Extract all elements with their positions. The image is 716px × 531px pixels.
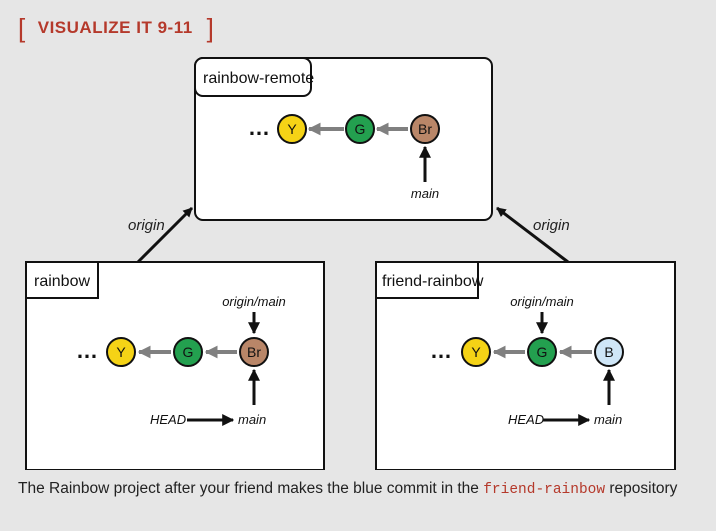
repo-name-tab — [375, 261, 479, 299]
history-ellipsis: … — [248, 115, 270, 140]
figure-caption: The Rainbow project after your friend ma… — [18, 476, 698, 503]
commit-yellow — [461, 337, 491, 367]
commit-yellow — [277, 114, 307, 144]
commit-green — [173, 337, 203, 367]
heading-title: VISUALIZE IT 9-11 — [37, 18, 193, 37]
caption-text: The Rainbow project after your friend ma… — [18, 480, 484, 497]
commit-label: B — [604, 344, 613, 360]
branch-label-main: main — [594, 412, 622, 427]
repo-name: rainbow — [34, 273, 90, 290]
commit-brown — [239, 337, 269, 367]
commit-green — [527, 337, 557, 367]
repo-box — [25, 261, 325, 470]
branch-label-main: main — [238, 412, 266, 427]
heading-open-bracket: [ — [18, 13, 26, 43]
repo-box — [194, 57, 493, 221]
figure-heading: [ VISUALIZE IT 9-11 ] — [18, 13, 215, 43]
repo-name-tab — [194, 57, 312, 97]
commit-yellow — [106, 337, 136, 367]
commit-label: G — [537, 344, 548, 360]
repo-rainbow: rainbow origin/main … Y G Br HEAD main — [25, 261, 325, 470]
commit-brown — [410, 114, 440, 144]
branch-label-main: main — [411, 186, 439, 201]
repo-name: rainbow-remote — [203, 70, 314, 87]
commit-label: Br — [418, 121, 432, 137]
commit-label: Y — [471, 344, 481, 360]
ref-label-head: HEAD — [508, 412, 544, 427]
origin-label-left: origin — [128, 217, 165, 234]
commit-label: Br — [247, 344, 261, 360]
ref-label-head: HEAD — [150, 412, 186, 427]
caption-text-end: repository — [605, 480, 678, 497]
origin-link-left — [136, 206, 194, 264]
repo-name-tab — [25, 261, 99, 299]
ref-label-origin-main: origin/main — [510, 294, 574, 309]
repo-friend-rainbow: friend-rainbow origin/main … Y G B HEAD … — [375, 261, 676, 470]
heading-close-bracket: ] — [206, 13, 215, 43]
repo-name: friend-rainbow — [382, 273, 484, 290]
repo-rainbow-remote: rainbow-remote … Y G Br main — [194, 57, 493, 221]
ref-label-origin-main: origin/main — [222, 294, 286, 309]
commit-label: G — [355, 121, 366, 137]
commit-label: Y — [116, 344, 126, 360]
history-ellipsis: … — [76, 338, 98, 363]
history-ellipsis: … — [430, 338, 452, 363]
commit-label: Y — [287, 121, 297, 137]
commit-green — [345, 114, 375, 144]
commit-label: G — [183, 344, 194, 360]
commit-blue — [594, 337, 624, 367]
origin-label-right: origin — [533, 217, 570, 234]
caption-code-repo-name: friend-rainbow — [483, 482, 606, 498]
origin-link-right — [496, 206, 569, 264]
git-diagram: origin origin rainbow-remote … Y G Br ma… — [25, 57, 676, 470]
